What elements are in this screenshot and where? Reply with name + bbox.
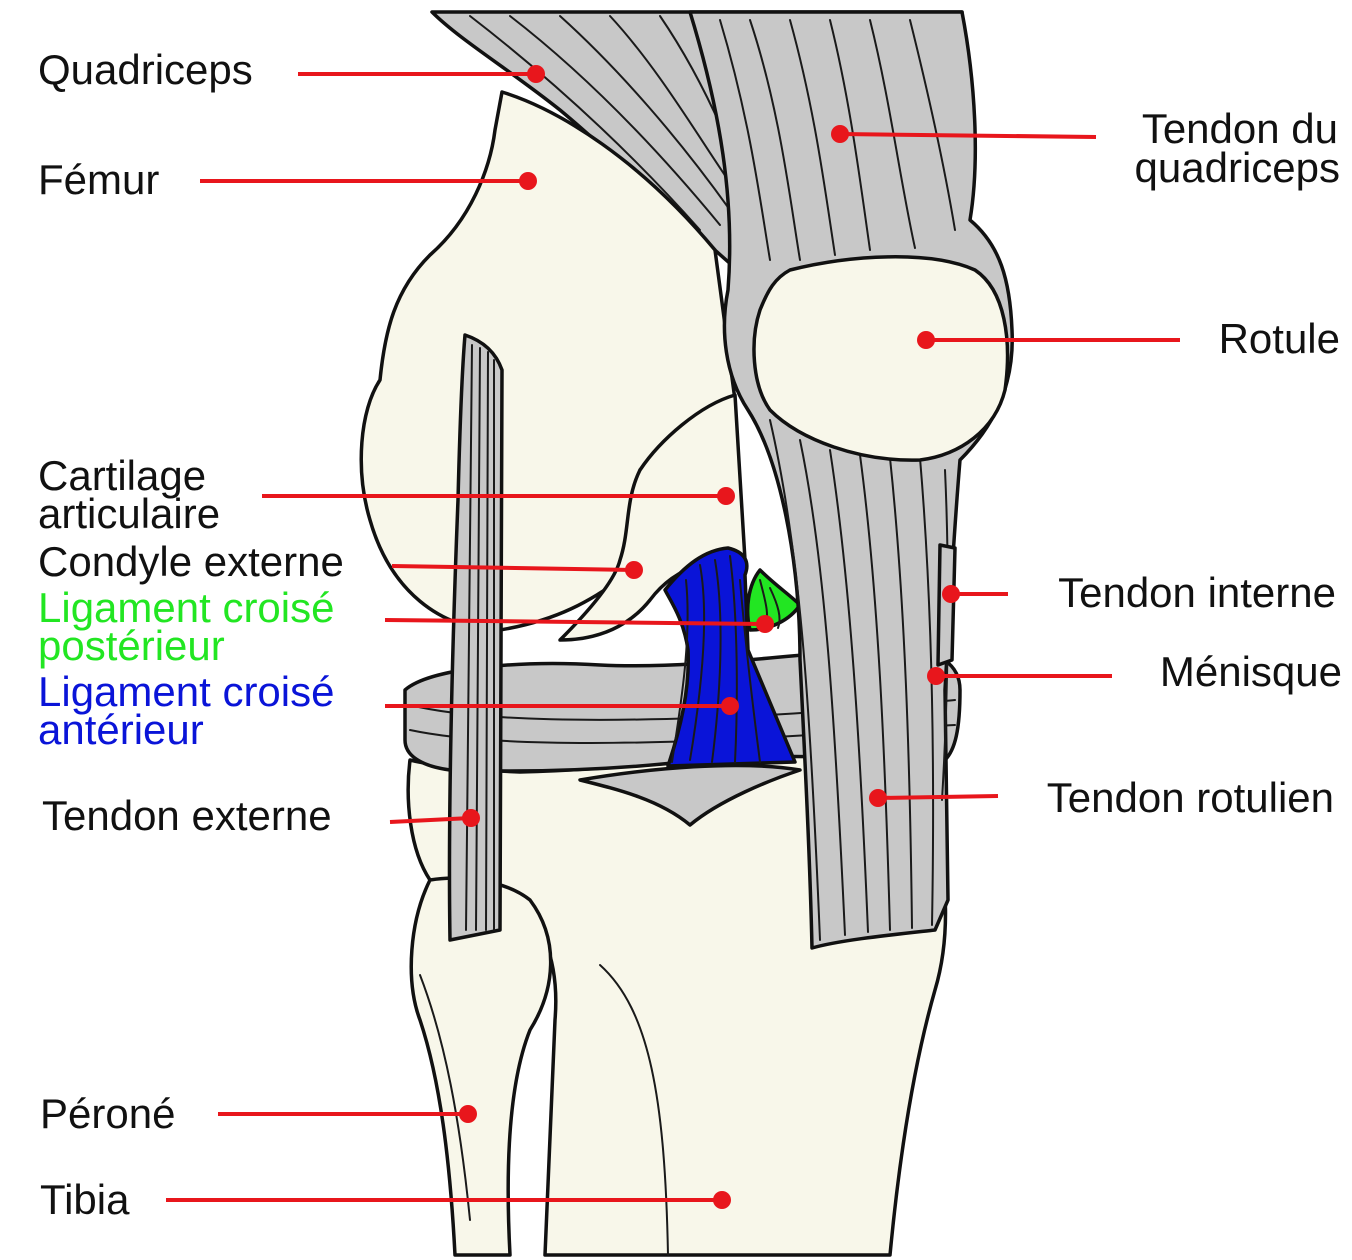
dot-menisque <box>927 667 945 685</box>
label-tibia: Tibia <box>40 1176 130 1223</box>
knee-illustration <box>359 10 1014 1257</box>
lateral-tendon <box>447 333 504 942</box>
dot-tibia <box>713 1191 731 1209</box>
fibula-bone <box>409 876 553 1257</box>
quadriceps-fibers <box>469 15 736 231</box>
dot-perone <box>459 1105 477 1123</box>
leader-lines <box>166 65 1180 1209</box>
label-tendon-quadriceps-line2: quadriceps <box>1135 144 1340 191</box>
dot-tendon-interne <box>942 585 960 603</box>
dot-rotule <box>917 331 935 349</box>
label-lcp-line2: postérieur <box>38 622 225 669</box>
dot-condyle <box>625 561 643 579</box>
label-tendon-rotulien: Tendon rotulien <box>1047 774 1334 821</box>
label-lcp-line1: Ligament croisé <box>38 584 334 631</box>
dot-tendon-externe <box>462 809 480 827</box>
label-tendon-quadriceps-line1: Tendon du <box>1142 105 1338 152</box>
tibia-soft-tissue <box>578 763 802 827</box>
dot-lca <box>721 697 739 715</box>
leader-tendon-quadriceps <box>839 132 1097 139</box>
label-cartilage-line2: articulaire <box>38 490 220 537</box>
fibula-inner-line <box>419 974 471 1221</box>
dot-femur <box>519 172 537 190</box>
label-menisque: Ménisque <box>1160 648 1342 695</box>
label-tendon-externe: Tendon externe <box>42 792 332 839</box>
patella-bone <box>752 255 1010 462</box>
anterior-cruciate-fibers <box>671 555 761 763</box>
leader-condyle <box>391 564 635 572</box>
label-condyle: Condyle externe <box>38 538 344 585</box>
leader-lcp <box>384 618 766 626</box>
labels: Quadriceps Fémur Cartilage articulaire C… <box>38 46 1342 1223</box>
dot-cartilage <box>717 487 735 505</box>
label-quadriceps: Quadriceps <box>38 46 253 93</box>
lateral-tendon-fibers <box>465 344 495 931</box>
leader-tendon-externe <box>389 816 472 824</box>
dot-tendon-quadriceps <box>831 125 849 143</box>
label-lca-line2: antérieur <box>38 706 204 753</box>
label-femur: Fémur <box>38 156 159 203</box>
label-cartilage-line1: Cartilage <box>38 452 206 499</box>
dot-quadriceps <box>527 65 545 83</box>
dot-lcp <box>756 615 774 633</box>
posterior-cruciate-ligament <box>745 568 802 632</box>
label-lca-line1: Ligament croisé <box>38 668 334 715</box>
medial-tendon <box>936 543 957 667</box>
label-rotule: Rotule <box>1219 315 1340 362</box>
label-tendon-interne: Tendon interne <box>1058 569 1336 616</box>
dot-tendon-rotulien <box>869 789 887 807</box>
label-perone: Péroné <box>40 1090 175 1137</box>
leader-tendon-rotulien <box>877 794 999 800</box>
